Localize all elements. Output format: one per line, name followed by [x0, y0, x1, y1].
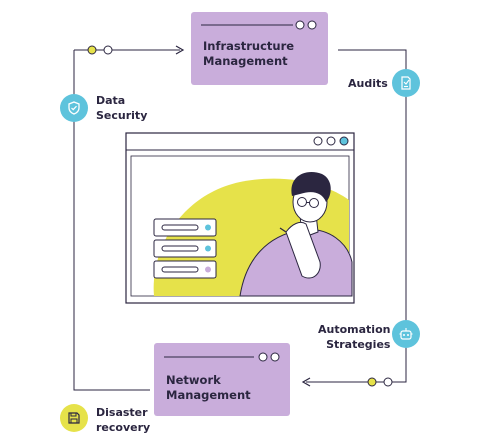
arrow-left-icon [301, 377, 311, 387]
right-loop-line [306, 49, 407, 383]
connector-dot-white [383, 377, 393, 387]
connector-dot-yellow [87, 45, 97, 55]
arrow-right-icon [175, 45, 185, 55]
automation-strategies-label: Automation Strategies [318, 323, 391, 351]
card-title: Infrastructure Management [203, 39, 295, 68]
card-title: Network Management [166, 373, 251, 402]
network-management-card: Network Management [154, 343, 290, 416]
document-icon [392, 69, 420, 97]
floppy-disk-icon [60, 404, 88, 432]
left-loop-line [73, 50, 150, 391]
robot-icon [392, 320, 420, 348]
disaster-recovery-label: Disaster recovery [96, 406, 151, 434]
shield-icon [60, 94, 88, 122]
audits-label: Audits [348, 77, 388, 90]
connector-dot-yellow [367, 377, 377, 387]
infrastructure-management-card: Infrastructure Management [191, 12, 328, 85]
card-window-controls [201, 20, 317, 30]
card-window-controls [164, 352, 280, 362]
browser-window-illustration [125, 132, 355, 304]
data-security-label: Data Security [96, 94, 148, 122]
connector-dot-white [103, 45, 113, 55]
